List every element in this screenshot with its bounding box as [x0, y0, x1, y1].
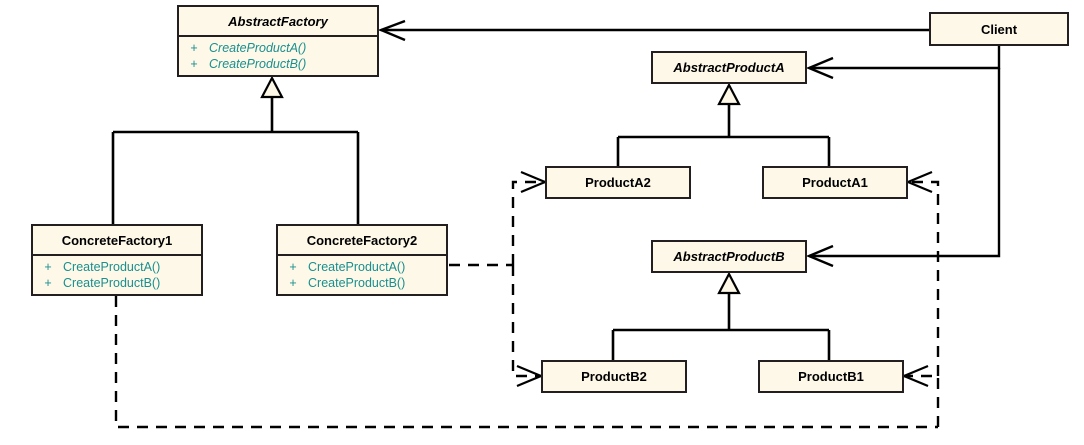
class-box-abstract-product-a[interactable]: AbstractProductA — [651, 51, 807, 84]
operation-row: + CreateProductB() — [278, 275, 446, 291]
operation-name: CreateProductB() — [209, 57, 307, 71]
generalization-products-b-to-abstract-product-b — [611, 271, 831, 360]
operation-row: + CreateProductA() — [179, 40, 377, 56]
class-title-client: Client — [980, 21, 1018, 37]
operation-row: + CreateProductA() — [278, 259, 446, 275]
visibility-marker: + — [44, 276, 52, 290]
dependency-concrete-factory-1-to-products-1 — [114, 170, 940, 429]
visibility-marker: + — [44, 260, 52, 274]
generalization-products-a-to-abstract-product-a — [616, 82, 831, 166]
class-box-product-a1[interactable]: ProductA1 — [762, 166, 908, 199]
association-client-to-abstract-factory — [377, 19, 929, 42]
class-title-concrete-factory-1: ConcreteFactory1 — [61, 232, 173, 248]
operations-compartment-concrete-factory-2: + CreateProductA() + CreateProductB() — [278, 254, 446, 295]
visibility-marker: + — [289, 276, 297, 290]
class-box-product-b1[interactable]: ProductB1 — [758, 360, 904, 393]
class-title-product-b2: ProductB2 — [581, 369, 647, 384]
dependency-line-concrete-factory-2-to-product-a2 — [511, 180, 545, 265]
operation-row: + CreateProductA() — [33, 259, 201, 275]
operation-name: CreateProductB() — [63, 276, 161, 290]
class-title-concrete-factory-2: ConcreteFactory2 — [306, 232, 418, 248]
association-line-client-abstract-product-b — [809, 68, 1001, 258]
open-arrow-head-abstract-product-a — [805, 56, 834, 80]
association-client-to-abstract-product-a — [805, 46, 1001, 80]
class-box-abstract-factory[interactable]: AbstractFactory + CreateProductA() + Cre… — [177, 5, 379, 77]
class-box-abstract-product-b[interactable]: AbstractProductB — [651, 240, 807, 273]
class-title-product-a1: ProductA1 — [802, 175, 868, 190]
hollow-triangle-head-abstract-product-a — [717, 82, 741, 106]
generalization-concrete-factories-to-abstract-factory — [111, 75, 360, 224]
visibility-marker: + — [190, 57, 198, 71]
class-title-product-a2: ProductA2 — [585, 175, 651, 190]
class-title-abstract-factory: AbstractFactory — [228, 13, 328, 29]
open-arrow-head-abstract-factory — [377, 19, 406, 42]
class-title-abstract-product-a: AbstractProductA — [673, 60, 785, 75]
class-box-product-a2[interactable]: ProductA2 — [545, 166, 691, 199]
operations-compartment-concrete-factory-1: + CreateProductA() + CreateProductB() — [33, 254, 201, 295]
operation-name: CreateProductA() — [63, 260, 161, 274]
operation-name: CreateProductA() — [308, 260, 406, 274]
class-box-product-b2[interactable]: ProductB2 — [541, 360, 687, 393]
class-title-product-b1: ProductB1 — [798, 369, 864, 384]
class-box-client[interactable]: Client — [929, 12, 1069, 46]
class-title-abstract-product-b: AbstractProductB — [673, 249, 785, 264]
open-arrow-head-abstract-product-b — [805, 244, 834, 268]
hollow-triangle-head-abstract-product-b — [717, 271, 741, 295]
open-arrow-head-product-a1 — [905, 170, 933, 194]
dependency-line-concrete-factory-1-trunk — [114, 296, 938, 429]
operation-name: CreateProductA() — [209, 41, 307, 55]
operation-row: + CreateProductB() — [179, 56, 377, 72]
open-arrow-head-product-b1 — [901, 364, 929, 388]
class-box-concrete-factory-1[interactable]: ConcreteFactory1 + CreateProductA() + Cr… — [31, 224, 203, 296]
visibility-marker: + — [190, 41, 198, 55]
operations-compartment-abstract-factory: + CreateProductA() + CreateProductB() — [179, 35, 377, 76]
class-box-concrete-factory-2[interactable]: ConcreteFactory2 + CreateProductA() + Cr… — [276, 224, 448, 296]
operation-row: + CreateProductB() — [33, 275, 201, 291]
operation-name: CreateProductB() — [308, 276, 406, 290]
association-client-to-abstract-product-b — [805, 68, 1001, 268]
visibility-marker: + — [289, 260, 297, 274]
dependency-line-concrete-factory-2-to-product-b2 — [511, 265, 541, 378]
dependency-line-concrete-factory-1-to-product-a1 — [908, 180, 940, 376]
dependency-concrete-factory-2-to-products-2 — [449, 170, 548, 388]
association-line-client-abstract-product-a — [809, 46, 1001, 70]
hollow-triangle-head-abstract-factory — [260, 75, 284, 99]
